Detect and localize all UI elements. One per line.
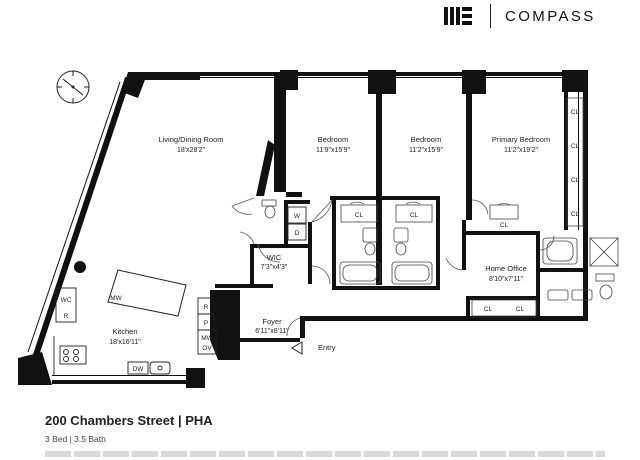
compass-logo-icon bbox=[444, 7, 472, 25]
closet-label: CL bbox=[500, 222, 509, 229]
oven-label: OV bbox=[202, 345, 212, 352]
kitchen-label: Kitchen bbox=[112, 327, 137, 336]
closet-label: CL bbox=[410, 212, 419, 219]
brand-header: COMPASS bbox=[444, 4, 596, 28]
closet-shelves bbox=[340, 97, 584, 317]
refrigerator-label-2: R bbox=[204, 304, 209, 311]
home-office-label: Home Office bbox=[485, 264, 527, 273]
foyer-label: Foyer bbox=[262, 317, 282, 326]
north-arrow-icon bbox=[56, 70, 90, 104]
entry-arrow-icon bbox=[291, 341, 303, 355]
washer-label: W bbox=[294, 213, 301, 220]
bedroom-2-label: Bedroom bbox=[411, 135, 441, 144]
primary-bedroom-label: Primary Bedroom bbox=[492, 135, 550, 144]
closet-label: CL bbox=[571, 211, 580, 218]
home-office-dims: 8'10"x7'11" bbox=[489, 276, 523, 283]
living-dining-room-label: Living/Dining Room bbox=[158, 135, 223, 144]
listing-title: 200 Chambers Street | PHA bbox=[45, 413, 213, 428]
kitchen-island bbox=[107, 269, 187, 317]
bedroom-1-dims: 11'9"x15'9" bbox=[316, 147, 350, 154]
interior-walls bbox=[210, 72, 586, 360]
primary-bedroom-dims: 11'2"x19'2" bbox=[504, 147, 538, 154]
microwave-label-2: MW bbox=[201, 335, 213, 342]
closet-label: CL bbox=[484, 306, 493, 313]
listing-beds-baths: 3 Bed | 3.5 Bath bbox=[45, 434, 106, 444]
brand-name: COMPASS bbox=[505, 7, 596, 25]
floor-plan: Living/Dining Room 18'x28'2" Bedroom 11'… bbox=[18, 70, 619, 388]
closet-label: CL bbox=[571, 143, 580, 150]
closet-label: CL bbox=[516, 306, 525, 313]
wine-cooler-label: WC bbox=[61, 297, 72, 304]
brand-divider bbox=[490, 4, 491, 28]
closet-label: CL bbox=[355, 212, 364, 219]
microwave-label: MW bbox=[110, 295, 122, 302]
dryer-label: D bbox=[295, 230, 300, 237]
bedroom-1-label: Bedroom bbox=[318, 135, 348, 144]
exterior-walls bbox=[18, 70, 588, 388]
closet-label: CL bbox=[571, 109, 580, 116]
pantry-label: P bbox=[204, 320, 208, 327]
kitchen-counters bbox=[53, 206, 307, 376]
wic-label: WIC bbox=[267, 253, 282, 262]
closet-label: CL bbox=[571, 177, 580, 184]
entry-label: Entry bbox=[318, 343, 336, 352]
column-icon bbox=[74, 261, 86, 273]
kitchen-dims: 18'x16'11" bbox=[109, 339, 141, 346]
foyer-dims: 6'11"x8'11" bbox=[255, 328, 289, 335]
living-dining-room-dims: 18'x28'2" bbox=[177, 147, 206, 154]
dishwasher-label: DW bbox=[133, 366, 145, 373]
disclaimer-text-blurred bbox=[45, 451, 605, 457]
bathroom-fixtures bbox=[261, 199, 619, 301]
door-swings bbox=[231, 197, 555, 337]
refrigerator-label: R bbox=[64, 313, 69, 320]
wic-dims: 7'3"x4'3" bbox=[261, 264, 288, 271]
bedroom-2-dims: 11'2"x15'9" bbox=[409, 147, 443, 154]
